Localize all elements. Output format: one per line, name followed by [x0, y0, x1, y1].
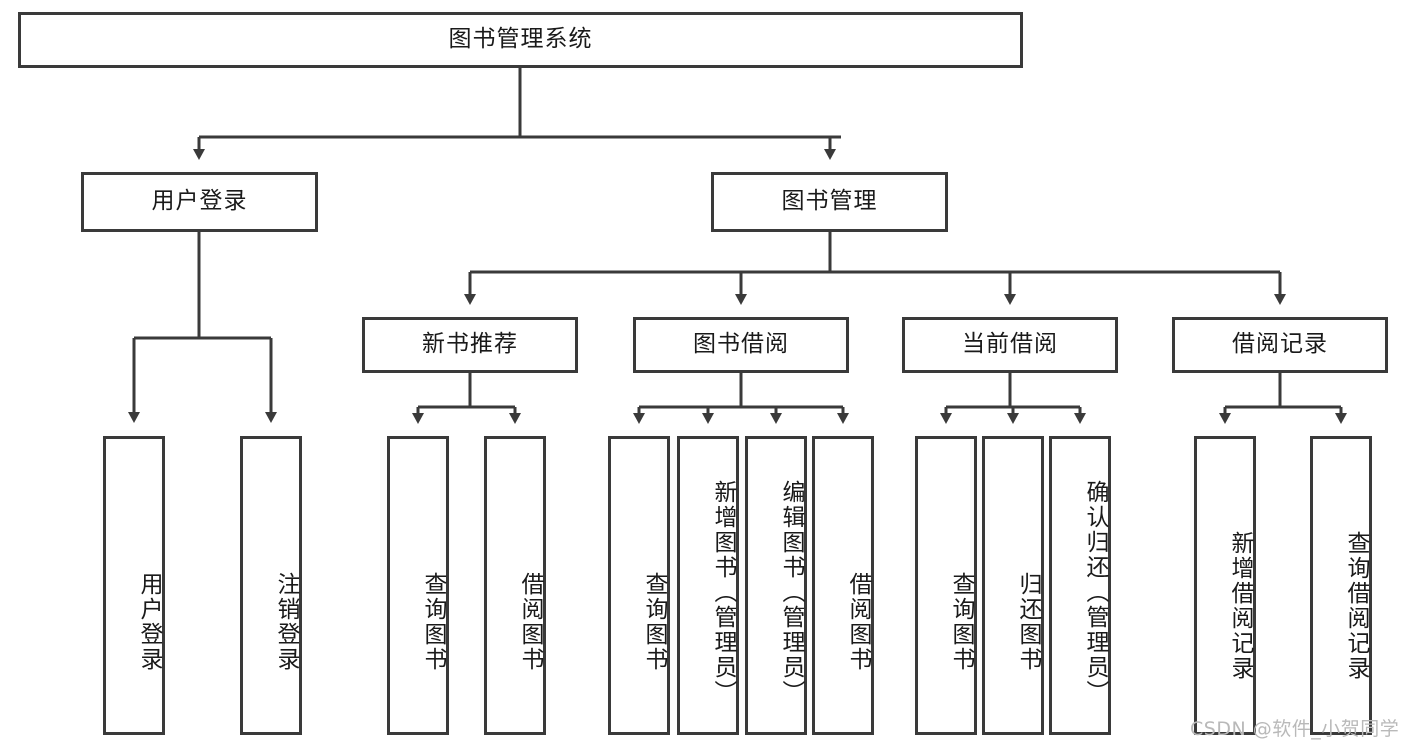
node-borrow-record[interactable]: 借阅记录 [1172, 317, 1388, 373]
leaf-query-book-borrow[interactable]: 查询图书 [608, 436, 670, 735]
leaf-borrow-book-recommend[interactable]: 借阅图书 [484, 436, 546, 735]
node-user-login[interactable]: 用户登录 [81, 172, 318, 232]
leaf-add-borrow-record[interactable]: 新增借阅记录 [1194, 436, 1256, 735]
leaf-edit-book-admin[interactable]: 编辑图书（管理员） [745, 436, 807, 735]
node-book-manage[interactable]: 图书管理 [711, 172, 948, 232]
leaf-return-book[interactable]: 归还图书 [982, 436, 1044, 735]
leaf-add-book-admin[interactable]: 新增图书（管理员） [677, 436, 739, 735]
csdn-watermark: CSDN @软件_小贺同学 [1190, 718, 1400, 740]
leaf-query-book-current[interactable]: 查询图书 [915, 436, 977, 735]
leaf-query-borrow-record[interactable]: 查询借阅记录 [1310, 436, 1372, 735]
node-root[interactable]: 图书管理系统 [18, 12, 1023, 68]
leaf-logout[interactable]: 注销登录 [240, 436, 302, 735]
node-new-book-recommend[interactable]: 新书推荐 [362, 317, 578, 373]
leaf-borrow-book[interactable]: 借阅图书 [812, 436, 874, 735]
node-current-borrow[interactable]: 当前借阅 [902, 317, 1118, 373]
leaf-user-login[interactable]: 用户登录 [103, 436, 165, 735]
leaf-confirm-return-admin[interactable]: 确认归还（管理员） [1049, 436, 1111, 735]
node-book-borrow[interactable]: 图书借阅 [633, 317, 849, 373]
leaf-query-book-recommend[interactable]: 查询图书 [387, 436, 449, 735]
